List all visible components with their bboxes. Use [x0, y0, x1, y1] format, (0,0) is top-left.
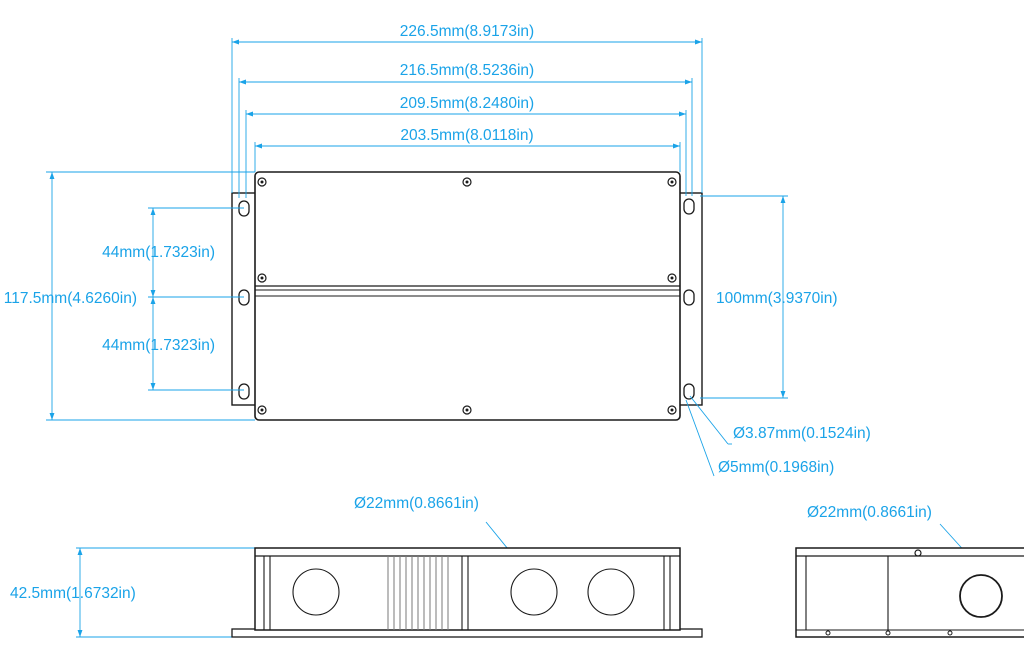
heat-sink-fins [387, 556, 449, 630]
side-height-label: 42.5mm(1.6732in) [10, 585, 136, 602]
cover-screws [257, 177, 677, 415]
dimension-lines [46, 38, 979, 638]
side-body [795, 547, 1024, 638]
front-view [231, 547, 703, 638]
mounting-slots-right [683, 198, 695, 400]
side-knockout [959, 574, 1003, 618]
lower-pitch-label: 44mm(1.7323in) [102, 337, 215, 354]
body-height-label: 100mm(3.9370in) [716, 290, 837, 307]
knockout-front-label: Ø22mm(0.8661in) [354, 495, 479, 512]
overall-width-label: 226.5mm(8.9173in) [400, 23, 534, 40]
body-width-label: 203.5mm(8.0118in) [400, 127, 533, 144]
slot-small-label: Ø3.87mm(0.1524in) [733, 425, 871, 442]
mounting-slots-left [238, 200, 250, 400]
flange-width-label: 216.5mm(8.5236in) [400, 62, 534, 79]
slot-large-label: Ø5mm(0.1968in) [718, 459, 834, 476]
front-knockouts [292, 568, 635, 616]
upper-pitch-label: 44mm(1.7323in) [102, 244, 215, 261]
overall-height-label: 117.5mm(4.6260in) [4, 290, 137, 307]
side-view [795, 547, 1024, 638]
top-view [231, 171, 703, 421]
hole-spacing-label: 209.5mm(8.2480in) [400, 95, 534, 112]
dimension-labels: 226.5mm(8.9173in) 216.5mm(8.5236in) 209.… [4, 23, 932, 602]
knockout-side-label: Ø22mm(0.8661in) [807, 504, 932, 521]
